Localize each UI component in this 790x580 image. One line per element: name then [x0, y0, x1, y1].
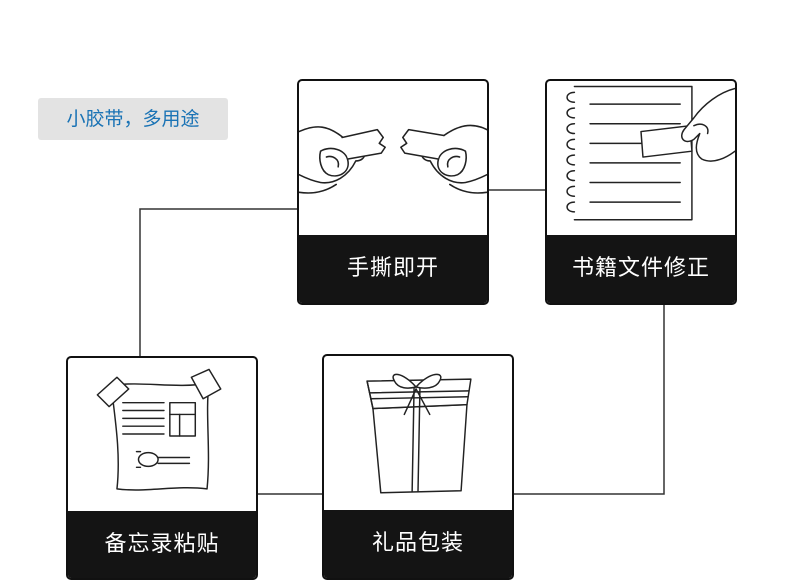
- notebook-tape-repair-icon: [566, 85, 735, 221]
- hands-tearing-tape-icon: [299, 124, 487, 194]
- card-memo-sticking: 备忘录粘贴: [66, 356, 258, 580]
- card-tear-by-hand: 手撕即开: [297, 79, 489, 305]
- connector-book-to-gift: [514, 305, 665, 495]
- card-caption: 礼品包装: [324, 510, 512, 578]
- card-caption: 书籍文件修正: [547, 235, 735, 303]
- tagline-badge: 小胶带，多用途: [38, 98, 228, 140]
- card-caption: 手撕即开: [299, 235, 487, 303]
- taped-memo-icon: [96, 368, 222, 491]
- card-caption: 备忘录粘贴: [68, 511, 256, 578]
- card-book-repair: 书籍文件修正: [545, 79, 737, 305]
- connector-tear-to-memo: [139, 208, 297, 357]
- gift-box-icon: [366, 373, 472, 494]
- card-gift-wrapping: 礼品包装: [322, 354, 514, 580]
